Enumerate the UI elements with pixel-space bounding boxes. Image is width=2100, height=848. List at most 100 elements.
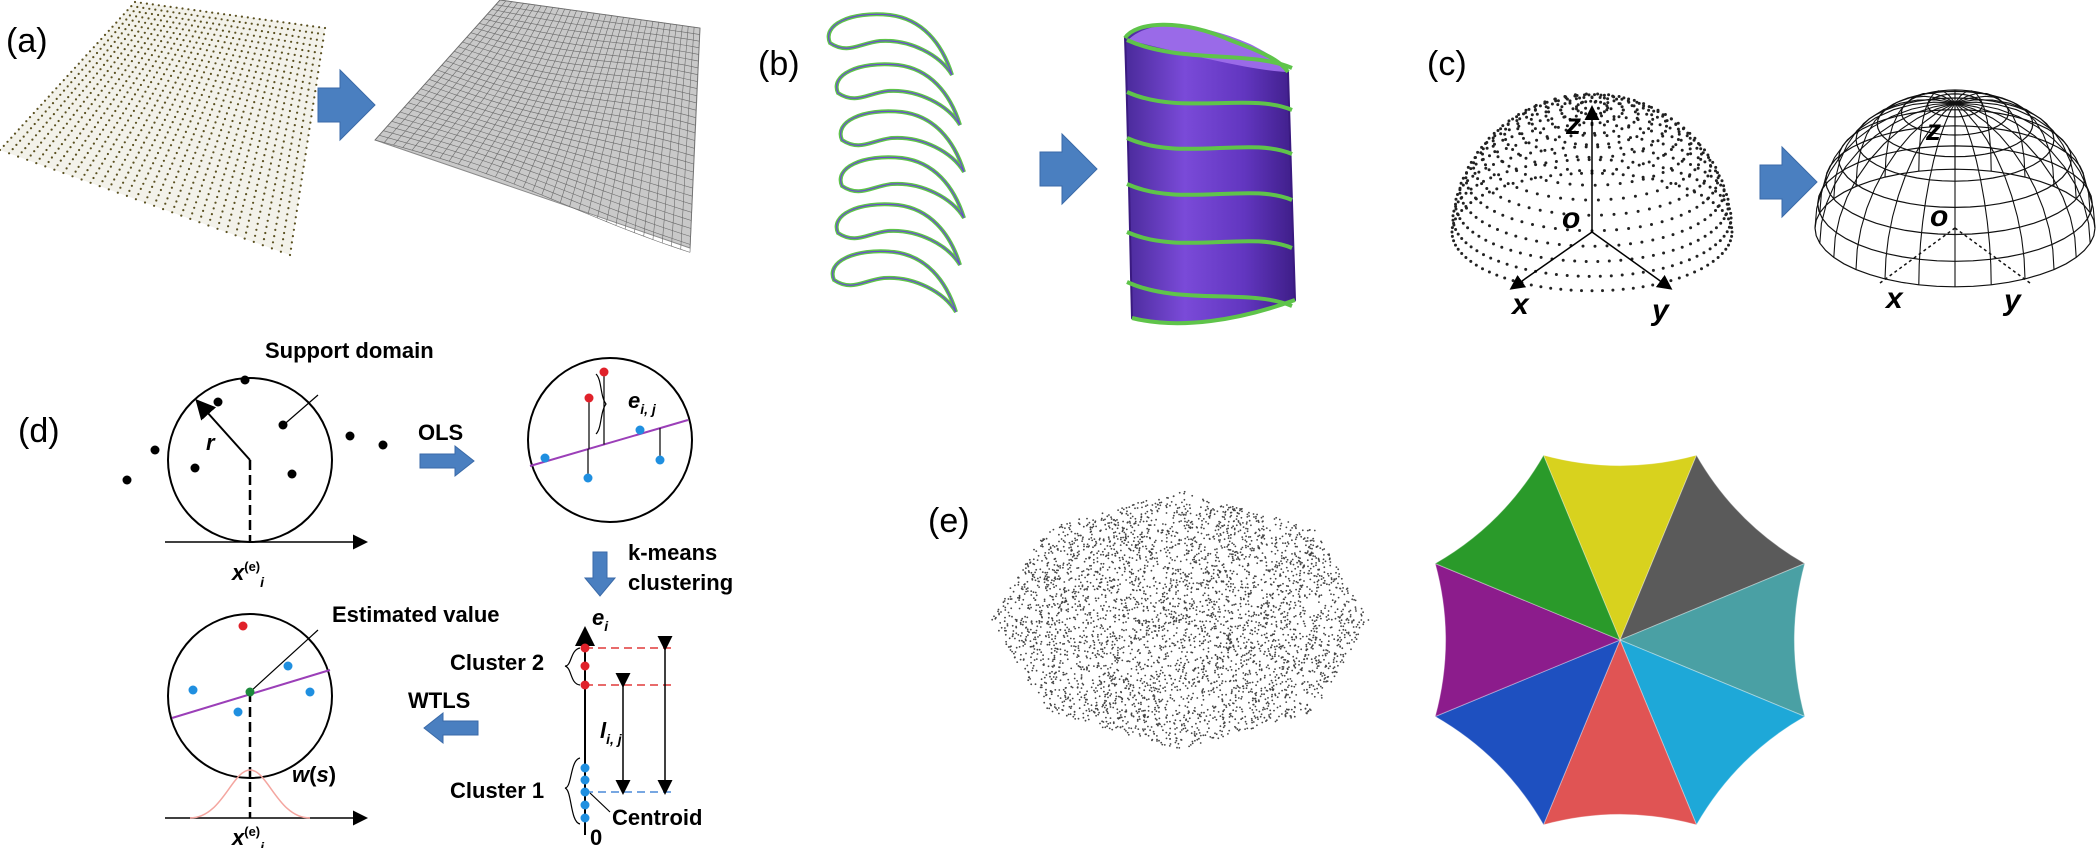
dome-point	[1679, 261, 1683, 265]
plane-point	[263, 154, 266, 157]
dome-point	[1471, 230, 1475, 234]
plane-point	[223, 13, 226, 16]
dome-point	[1565, 159, 1569, 162]
noisy-point	[1160, 531, 1163, 534]
plane-point	[137, 61, 140, 64]
dome-point	[1624, 211, 1628, 215]
dome-point	[1504, 138, 1508, 141]
noisy-point	[1218, 539, 1220, 541]
noisy-point	[1328, 589, 1331, 592]
plane-point	[94, 98, 97, 101]
plane-point	[254, 95, 257, 98]
noisy-point	[1054, 689, 1057, 691]
noisy-point	[1118, 637, 1121, 640]
dome-point	[1493, 150, 1497, 154]
plane-point	[196, 146, 199, 149]
noisy-point	[1065, 698, 1067, 701]
noisy-point	[1143, 721, 1146, 724]
plane-point	[35, 162, 38, 165]
noisy-point	[1168, 645, 1171, 648]
noisy-point	[1241, 538, 1244, 541]
airfoil-section-inner	[836, 203, 961, 266]
noisy-point	[1247, 651, 1250, 654]
plane-point	[246, 187, 249, 190]
noisy-point	[1337, 634, 1339, 637]
dome-point	[1620, 112, 1624, 115]
noisy-point	[1097, 618, 1100, 621]
dome-point	[1535, 239, 1539, 243]
plane-point	[233, 114, 236, 117]
plane-point	[267, 213, 271, 216]
noisy-point	[1170, 586, 1173, 588]
noisy-point	[1030, 594, 1033, 596]
noisy-point	[1278, 607, 1281, 610]
plane-point	[175, 27, 178, 30]
plane-point	[52, 113, 56, 116]
noisy-point	[1005, 640, 1007, 643]
noisy-point	[1047, 561, 1050, 564]
plane-point	[298, 29, 301, 32]
plane-point	[127, 171, 130, 174]
noisy-point	[1340, 614, 1343, 617]
plane-point	[8, 152, 11, 155]
plane-point	[311, 63, 314, 66]
noisy-point	[1134, 656, 1137, 659]
plane-point	[144, 90, 147, 93]
noisy-point	[1278, 518, 1281, 521]
plane-point	[134, 198, 137, 201]
dome-point	[1547, 194, 1551, 198]
dome-point	[1652, 109, 1656, 113]
noisy-point	[1211, 705, 1214, 708]
noisy-point	[1222, 506, 1225, 508]
plane-point	[22, 135, 25, 138]
plane-point	[33, 122, 36, 126]
plane-point	[116, 191, 119, 194]
dome-point	[1569, 134, 1573, 138]
dome-point	[1476, 177, 1480, 181]
plane-point	[195, 41, 198, 44]
plane-point	[246, 16, 249, 19]
plane-point	[276, 20, 279, 23]
plane-point	[245, 231, 248, 234]
noisy-point	[1216, 548, 1218, 550]
dome-point	[1716, 171, 1719, 175]
noisy-point	[1294, 666, 1297, 669]
plane-point	[209, 27, 212, 30]
noisy-point	[1129, 593, 1132, 596]
plane-point	[292, 175, 295, 178]
dome-point	[1578, 169, 1582, 173]
noisy-point	[1211, 606, 1214, 608]
plane-point	[186, 90, 189, 93]
noisy-point	[1121, 636, 1123, 638]
noisy-point	[1024, 667, 1027, 670]
noisy-point	[1353, 598, 1355, 601]
plane-point	[214, 121, 217, 124]
noisy-point	[1123, 542, 1125, 545]
noisy-point	[1186, 697, 1189, 700]
plane-point	[166, 113, 169, 116]
noisy-point	[1084, 588, 1086, 590]
noisy-point	[1300, 615, 1302, 618]
plane-point	[123, 48, 126, 51]
plane-point	[89, 181, 92, 184]
dome-point	[1511, 181, 1515, 185]
node-point	[240, 375, 250, 385]
plane-point	[208, 16, 211, 19]
noisy-point	[1048, 576, 1050, 578]
noisy-point	[1255, 520, 1258, 522]
noisy-point	[1077, 645, 1080, 647]
noisy-point	[1352, 594, 1354, 597]
noisy-point	[1218, 676, 1220, 679]
plane-point	[130, 184, 133, 187]
noisy-point	[1087, 623, 1089, 625]
noisy-point	[1244, 628, 1246, 631]
plane-point	[148, 131, 151, 134]
noisy-point	[1004, 606, 1007, 609]
dome-point	[1518, 117, 1522, 121]
dome-point	[1496, 129, 1500, 132]
plane-point	[131, 19, 134, 22]
noisy-point	[1103, 646, 1106, 649]
noisy-point	[1104, 596, 1107, 598]
plane-point	[214, 17, 217, 20]
noisy-point	[1077, 522, 1080, 524]
